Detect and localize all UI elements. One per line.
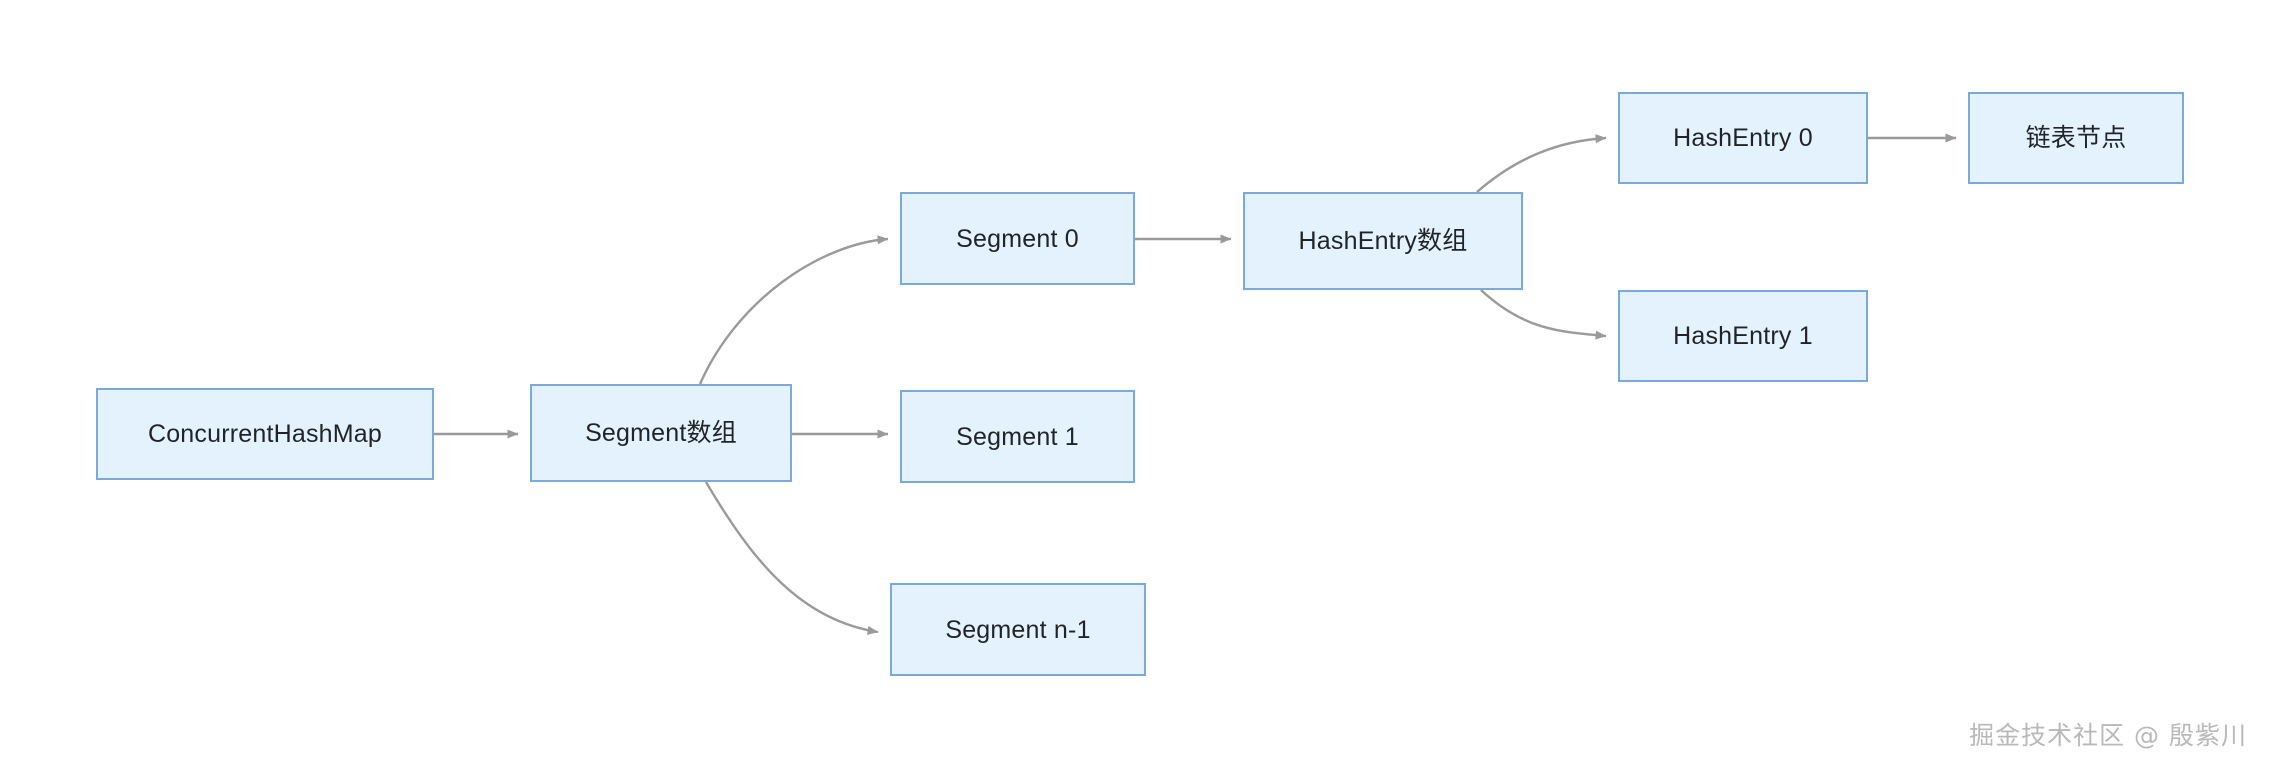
node-label-segment-1: Segment 1: [956, 422, 1079, 451]
node-label-hashentry-1: HashEntry 1: [1673, 322, 1813, 350]
node-label-hashentry-0: HashEntry 0: [1673, 124, 1813, 152]
node-segment-0[interactable]: Segment 0: [900, 192, 1135, 285]
node-concurrenthashmap[interactable]: ConcurrentHashMap: [96, 388, 434, 480]
node-label-linked-list-node: 链表节点: [2025, 124, 2127, 152]
node-label-segment-array: Segment数组: [585, 419, 737, 447]
node-segment-n-1[interactable]: Segment n-1: [890, 583, 1146, 676]
node-label-segment-n-1: Segment n-1: [945, 615, 1091, 644]
watermark-text: 掘金技术社区 @ 殷紫川: [1969, 721, 2247, 750]
node-label-hashentry-array: HashEntry数组: [1298, 227, 1468, 255]
edge-segment-array-to-segment-n-1: [704, 481, 879, 635]
node-segment-array[interactable]: Segment数组: [530, 384, 792, 482]
edge-segment-array-to-segment-0: [698, 235, 889, 385]
node-hashentry-0[interactable]: HashEntry 0: [1618, 92, 1868, 184]
node-label-segment-0: Segment 0: [956, 224, 1079, 253]
node-hashentry-array[interactable]: HashEntry数组: [1243, 192, 1523, 290]
edge-hashentry-array-to-hashentry-0: [1476, 134, 1607, 193]
node-label-concurrenthashmap: ConcurrentHashMap: [147, 420, 383, 448]
node-hashentry-1[interactable]: HashEntry 1: [1618, 290, 1868, 382]
node-linked-list-node[interactable]: 链表节点: [1968, 92, 2184, 184]
node-segment-1[interactable]: Segment 1: [900, 390, 1135, 483]
edge-hashentry-array-to-hashentry-1: [1480, 289, 1607, 340]
